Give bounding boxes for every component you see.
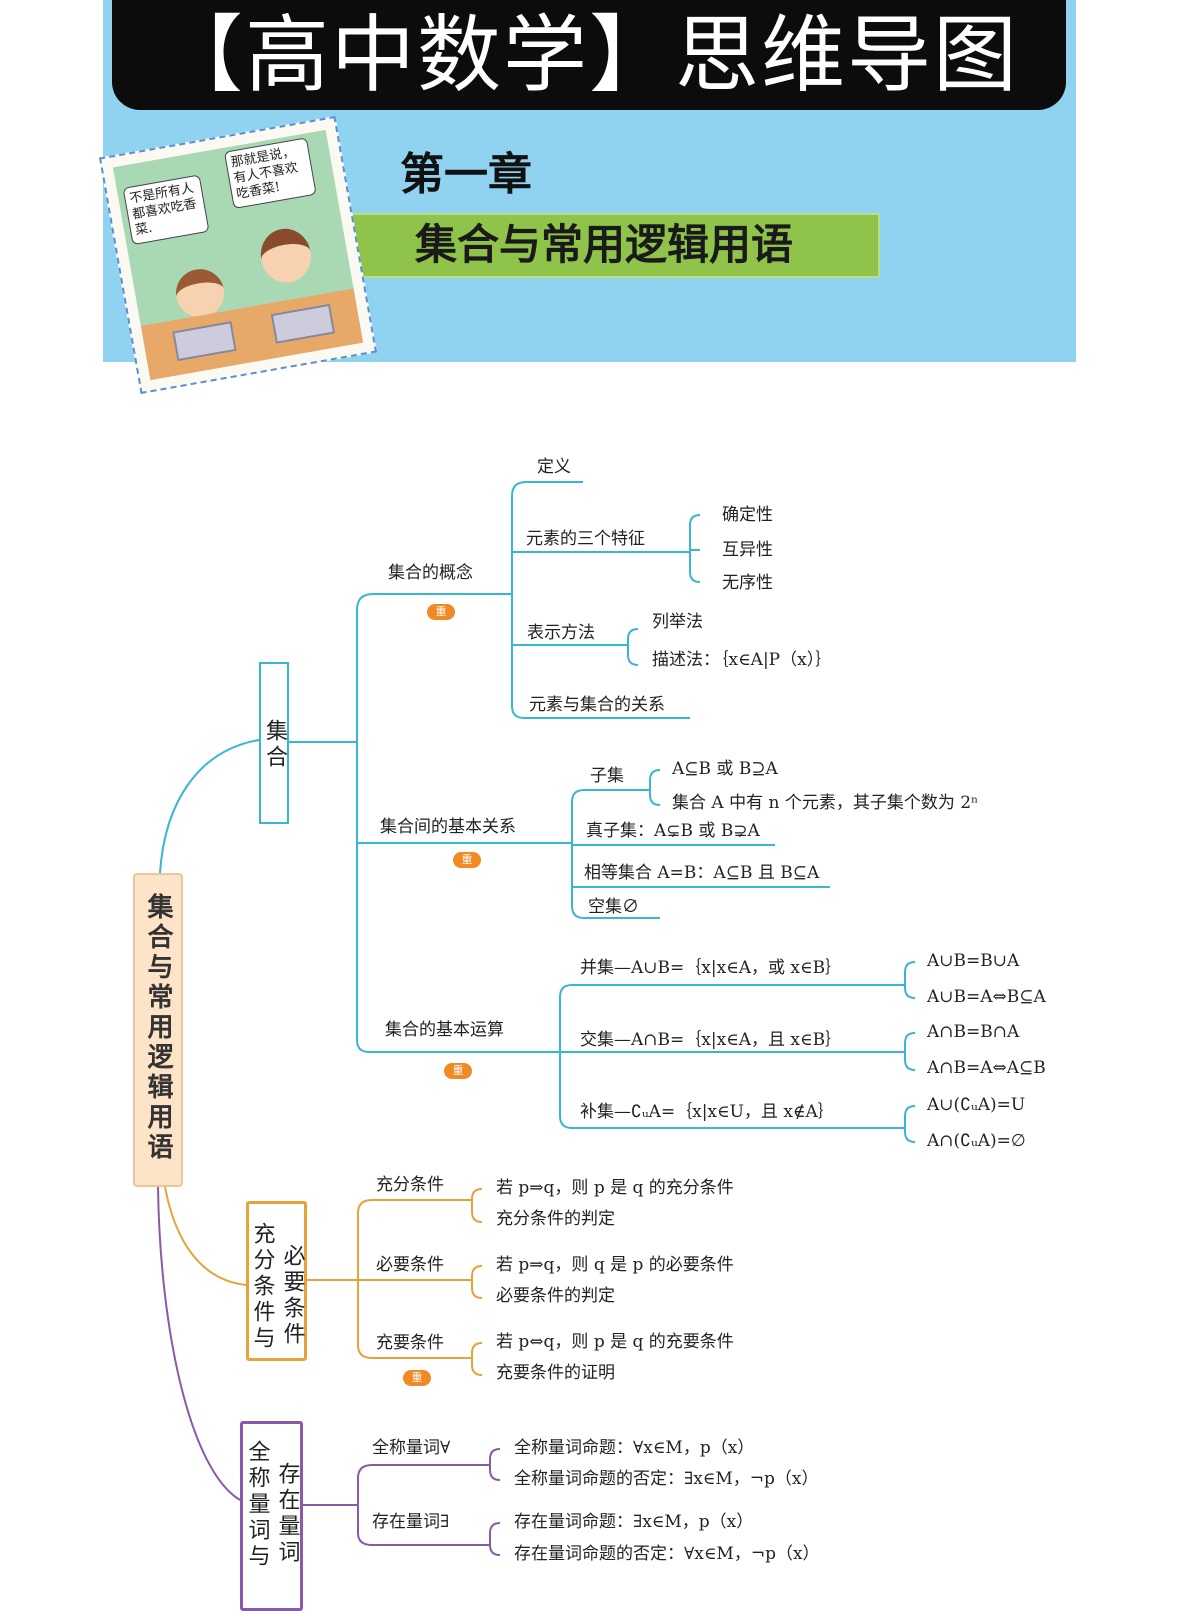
node-sufficient[interactable]: 充分条件 <box>376 1175 444 1195</box>
node-definition[interactable]: 定义 <box>537 457 571 477</box>
leaf[interactable]: 列举法 <box>652 612 703 632</box>
leaf[interactable]: 存在量词命题：∃x∈M，p（x） <box>514 1512 754 1532</box>
key-badge: 重 <box>453 852 481 868</box>
node-complement[interactable]: 补集—∁ᵤA=｛x|x∈U，且 x∉A｝ <box>580 1102 835 1122</box>
node-necessary[interactable]: 必要条件 <box>376 1255 444 1275</box>
node-intersection[interactable]: 交集—A∩B=｛x|x∈A，且 x∈B｝ <box>580 1030 843 1050</box>
leaf[interactable]: 充要条件的证明 <box>496 1363 615 1383</box>
branch-quantifiers[interactable]: 全称量词与 存在量词 <box>240 1421 303 1611</box>
leaf[interactable]: 确定性 <box>722 505 773 525</box>
leaf[interactable]: 存在量词命题的否定：∀x∈M，¬p（x） <box>514 1544 820 1564</box>
branch-conditions-label-b: 必要条件 <box>279 1244 305 1348</box>
root-label: 集合与常用逻辑用语 <box>143 893 173 1163</box>
node-universal-quantifier[interactable]: 全称量词∀ <box>372 1438 451 1458</box>
key-badge: 重 <box>427 604 455 620</box>
node-union[interactable]: 并集—A∪B=｛x|x∈A，或 x∈B｝ <box>580 958 843 978</box>
branch-conditions[interactable]: 充分条件与 必要条件 <box>246 1201 307 1361</box>
node-existential-quantifier[interactable]: 存在量词∃ <box>372 1512 450 1532</box>
leaf[interactable]: A∩(∁ᵤA)=∅ <box>927 1131 1026 1151</box>
leaf[interactable]: 全称量词命题的否定：∃x∈M，¬p（x） <box>514 1469 819 1489</box>
node-subset[interactable]: 子集 <box>590 766 624 786</box>
node-set-operations[interactable]: 集合的基本运算 <box>385 1020 504 1040</box>
node-element-set-relation[interactable]: 元素与集合的关系 <box>529 695 665 715</box>
leaf[interactable]: A⊆B 或 B⊇A <box>672 759 778 779</box>
leaf[interactable]: 全称量词命题：∀x∈M，p（x） <box>514 1438 755 1458</box>
chapter-title: 集合与常用逻辑用语 <box>328 213 880 278</box>
node-necessary-and-sufficient[interactable]: 充要条件 <box>376 1333 444 1353</box>
branch-conditions-label-a: 充分条件与 <box>249 1222 275 1352</box>
leaf[interactable]: A∩B=B∩A <box>927 1022 1020 1042</box>
leaf[interactable]: A∪(∁ᵤA)=U <box>927 1095 1026 1115</box>
leaf[interactable]: A∩B=A⇔A⊆B <box>927 1058 1046 1078</box>
page-title: 【高中数学】思维导图 <box>112 0 1066 110</box>
node-element-features[interactable]: 元素的三个特征 <box>526 529 645 549</box>
node-proper-subset[interactable]: 真子集：A⊊B 或 B⊋A <box>586 821 760 841</box>
branch-sets[interactable]: 集合 <box>259 662 289 824</box>
leaf[interactable]: A∪B=A⇔B⊆A <box>927 987 1046 1007</box>
node-empty-set[interactable]: 空集∅ <box>588 897 639 917</box>
chapter-label: 第一章 <box>400 149 532 200</box>
node-set-concept[interactable]: 集合的概念 <box>388 563 473 583</box>
leaf[interactable]: 集合 A 中有 n 个元素，其子集个数为 2ⁿ <box>672 793 979 813</box>
leaf[interactable]: 互异性 <box>722 540 773 560</box>
branch-sets-label: 集合 <box>262 719 287 771</box>
branch-quantifiers-label-b: 存在量词 <box>274 1462 300 1566</box>
leaf[interactable]: 无序性 <box>722 573 773 593</box>
leaf[interactable]: 描述法：｛x∈A|P（x）｝ <box>652 650 833 670</box>
root-node[interactable]: 集合与常用逻辑用语 <box>133 873 183 1187</box>
leaf[interactable]: 若 p⇒q，则 q 是 p 的必要条件 <box>496 1255 734 1275</box>
leaf[interactable]: 充分条件的判定 <box>496 1209 615 1229</box>
branch-quantifiers-label-a: 全称量词与 <box>244 1440 270 1570</box>
key-badge: 重 <box>444 1063 472 1079</box>
node-representation[interactable]: 表示方法 <box>527 623 595 643</box>
leaf[interactable]: 若 p⇔q，则 p 是 q 的充要条件 <box>496 1332 734 1352</box>
leaf[interactable]: A∪B=B∪A <box>927 951 1020 971</box>
node-equal-sets[interactable]: 相等集合 A=B：A⊆B 且 B⊆A <box>584 863 820 883</box>
node-set-relations[interactable]: 集合间的基本关系 <box>380 817 516 837</box>
leaf[interactable]: 必要条件的判定 <box>496 1286 615 1306</box>
leaf[interactable]: 若 p⇒q，则 p 是 q 的充分条件 <box>496 1178 734 1198</box>
key-badge: 重 <box>403 1370 431 1386</box>
